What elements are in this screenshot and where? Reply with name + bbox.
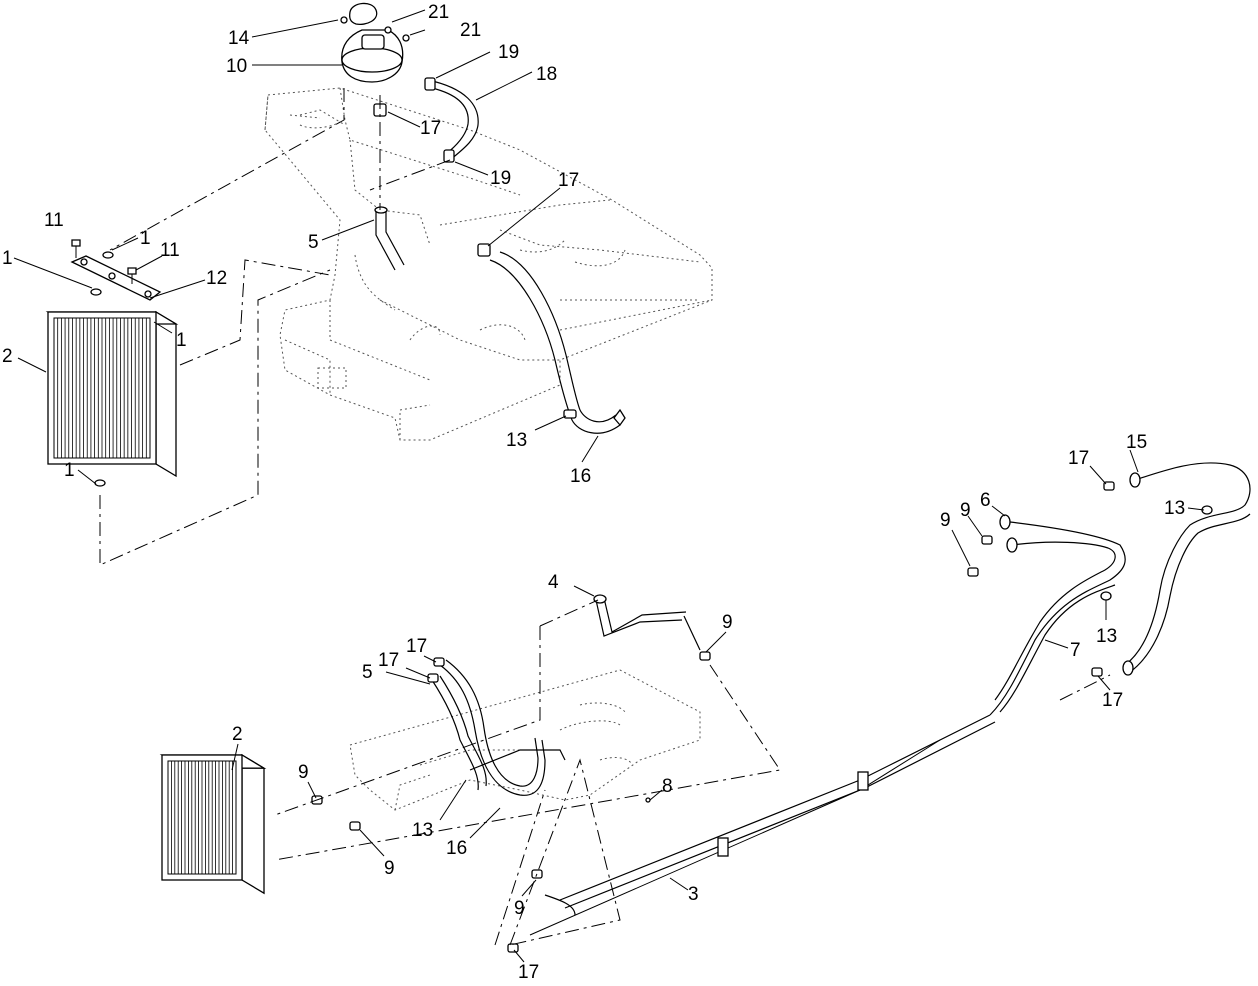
callout-19b: 19 [490, 168, 511, 189]
callout-21b: 21 [460, 20, 481, 41]
hose-16-bottom [439, 659, 546, 796]
callout-18: 18 [536, 64, 557, 85]
callout-1c: 1 [176, 330, 187, 351]
callouts-bottom: 15 17 13 6 9 9 4 9 13 7 17 17 17 5 2 9 8… [232, 432, 1185, 983]
leaders-top [13, 9, 599, 485]
callout-9-b-d: 9 [298, 762, 309, 783]
pipe-3 [529, 714, 996, 936]
callout-9-b-b: 9 [940, 510, 951, 531]
callout-1b: 1 [2, 248, 13, 269]
grommet-1d [94, 479, 106, 487]
callout-1a: 1 [140, 228, 151, 249]
hose-13-16-top [489, 251, 626, 434]
radiator-side [155, 310, 177, 478]
grommet-1a [102, 251, 114, 259]
radiator-top [45, 310, 179, 478]
callout-9-b-e: 9 [384, 858, 395, 879]
bottom-assembly [159, 449, 1251, 963]
hose-18 [427, 79, 479, 161]
callout-9-b-a: 9 [960, 500, 971, 521]
tank-cap [349, 2, 378, 26]
callout-13-b-b: 13 [1096, 626, 1117, 647]
clamp-17b [477, 243, 491, 257]
callout-17-b-d: 17 [378, 650, 399, 671]
callout-12: 12 [206, 268, 227, 289]
callout-7: 7 [1070, 640, 1081, 661]
callout-2-top: 2 [2, 346, 13, 367]
callout-19a: 19 [498, 42, 519, 63]
hose-15 [1122, 462, 1251, 676]
callout-17-b-a: 17 [1068, 448, 1089, 469]
hose-4 [593, 594, 701, 651]
dash-lines-bottom [274, 599, 1111, 946]
bolt-11a [71, 239, 81, 258]
callout-13-top: 13 [506, 430, 527, 451]
dash-lines-top [99, 88, 451, 566]
callout-6: 6 [980, 490, 991, 511]
callout-5-bottom: 5 [362, 662, 373, 683]
callout-21a: 21 [428, 2, 449, 23]
callout-15: 15 [1126, 432, 1147, 453]
callout-4: 4 [548, 572, 559, 593]
callout-17-b-b: 17 [1102, 690, 1123, 711]
callout-1d: 1 [64, 460, 75, 481]
radiator-side [241, 753, 265, 895]
expansion-tank [341, 29, 404, 83]
frame-outline-top [264, 87, 713, 441]
clamp-13-bottom [1100, 505, 1213, 601]
hose-5-bottom [431, 675, 487, 791]
callout-13-b-c: 13 [412, 820, 433, 841]
callout-13-b-a: 13 [1164, 498, 1185, 519]
callout-16-top: 16 [570, 466, 591, 487]
bracket-12 [70, 255, 162, 301]
clamp-19b [443, 149, 455, 163]
callout-8: 8 [662, 776, 673, 797]
callout-11a: 11 [44, 210, 64, 231]
callout-17-b-c: 17 [406, 636, 427, 657]
callout-10: 10 [226, 56, 247, 77]
clamp-13-top [563, 409, 577, 419]
callout-5-top: 5 [308, 232, 319, 253]
callout-9-b-c: 9 [722, 612, 733, 633]
grommet-1b [90, 288, 102, 296]
clamp-9-bottom [311, 535, 993, 879]
callout-17-b-e: 17 [518, 962, 539, 983]
radiator-bottom [159, 753, 267, 895]
hose-6-7 [989, 514, 1126, 716]
hose-5-top [374, 206, 405, 271]
callout-17b: 17 [558, 170, 579, 191]
callout-16-bottom: 16 [446, 838, 467, 859]
callout-17a: 17 [420, 118, 441, 139]
hose-13-bottom [469, 749, 566, 771]
callouts-top: 14 21 21 10 19 18 17 19 17 11 1 11 1 12 … [2, 2, 591, 487]
callout-9-b-f: 9 [514, 898, 525, 919]
bolt-11b [127, 267, 137, 284]
bolt-21b [402, 34, 410, 42]
callout-3: 3 [688, 884, 699, 905]
frame-outline-bottom [349, 669, 701, 811]
callout-2-bottom: 2 [232, 724, 243, 745]
leaders-bottom [231, 449, 1205, 963]
callout-14: 14 [228, 28, 250, 49]
callout-11b: 11 [160, 240, 180, 261]
bolt-21a [384, 26, 392, 34]
bolt-14 [340, 16, 348, 24]
clamp-19a [424, 77, 436, 91]
top-assembly [13, 2, 713, 566]
bolt-8 [645, 797, 651, 803]
